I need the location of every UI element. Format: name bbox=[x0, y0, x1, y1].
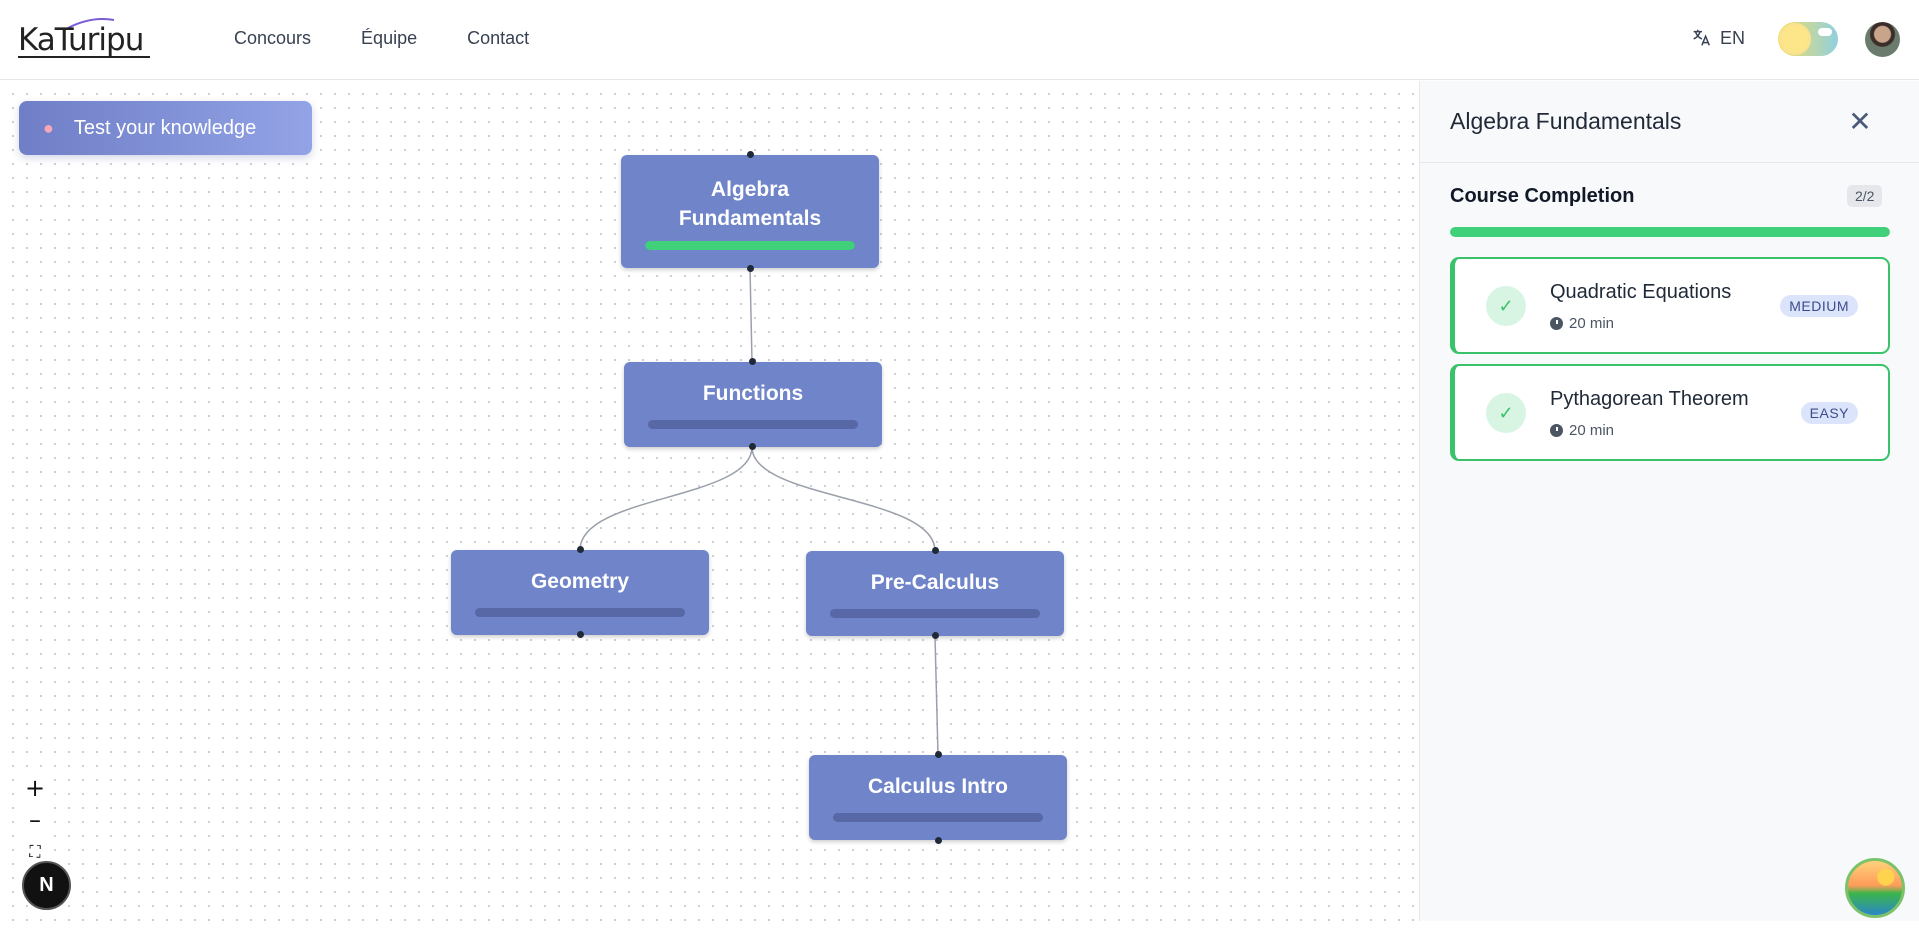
roadmap-edges bbox=[579, 267, 939, 756]
logo[interactable]: KaTuripu bbox=[18, 18, 153, 60]
top-header: KaTuripu Concours Équipe Contact EN bbox=[0, 0, 1919, 80]
course-side-panel: Algebra Fundamentals ✕ Course Completion… bbox=[1419, 81, 1919, 921]
node-label: Algebra Fundamentals bbox=[678, 178, 822, 230]
edge-functions-geometry bbox=[579, 446, 753, 551]
node-progress-fill bbox=[645, 241, 855, 250]
node-handle[interactable] bbox=[932, 547, 939, 554]
close-icon[interactable]: ✕ bbox=[1845, 105, 1875, 138]
language-label: EN bbox=[1720, 27, 1746, 48]
brain-icon: ● bbox=[43, 117, 54, 138]
cloud-icon bbox=[1818, 28, 1832, 36]
node-handle[interactable] bbox=[747, 151, 754, 158]
node-progress-bar bbox=[648, 420, 858, 429]
completion-progress-fill bbox=[1450, 227, 1890, 237]
panel-header: Algebra Fundamentals ✕ bbox=[1420, 81, 1919, 163]
edge-algebra-functions bbox=[749, 267, 753, 363]
course-name: Quadratic Equations bbox=[1550, 281, 1732, 303]
test-knowledge-button[interactable]: ● Test your knowledge bbox=[19, 101, 312, 155]
course-meta: 20 min bbox=[1550, 315, 1614, 332]
node-progress-bar bbox=[475, 608, 685, 617]
edge-precalculus-calculus bbox=[934, 635, 939, 756]
completion-progress-bar bbox=[1450, 227, 1890, 237]
node-handle[interactable] bbox=[935, 751, 942, 758]
zoom-out-button[interactable]: – bbox=[20, 804, 50, 836]
difficulty-badge: MEDIUM bbox=[1780, 295, 1858, 317]
node-handle[interactable] bbox=[747, 265, 754, 272]
language-switcher[interactable]: EN bbox=[1690, 27, 1745, 49]
beach-avatar-icon[interactable] bbox=[1845, 858, 1905, 918]
logo-swoosh-icon bbox=[67, 18, 115, 29]
theme-toggle[interactable] bbox=[1778, 22, 1838, 56]
node-label: Functions bbox=[702, 382, 804, 405]
zoom-in-button[interactable]: + bbox=[20, 772, 50, 804]
roadmap-node-calculus-intro[interactable]: Calculus Intro bbox=[809, 755, 1067, 840]
canvas-controls: + – ⛶ bbox=[20, 772, 50, 868]
course-card[interactable]: ✓ Pythagorean Theorem 20 min EASY bbox=[1450, 364, 1890, 461]
sun-icon bbox=[1782, 26, 1808, 52]
test-knowledge-label: Test your knowledge bbox=[73, 116, 257, 139]
course-duration: 20 min bbox=[1569, 422, 1615, 439]
node-label: Pre-Calculus bbox=[870, 571, 1000, 594]
node-handle[interactable] bbox=[749, 358, 756, 365]
clock-icon bbox=[1550, 317, 1563, 330]
node-handle[interactable] bbox=[577, 631, 584, 638]
node-handle[interactable] bbox=[749, 443, 756, 450]
check-icon: ✓ bbox=[1486, 393, 1526, 433]
roadmap-node-functions[interactable]: Functions bbox=[624, 362, 882, 447]
logo-text: KaTuripu bbox=[18, 22, 144, 58]
roadmap-node-algebra[interactable]: Algebra Fundamentals bbox=[621, 155, 879, 268]
node-handle[interactable] bbox=[932, 632, 939, 639]
next-devtools-badge[interactable]: N bbox=[22, 861, 71, 910]
main-nav: Concours Équipe Contact bbox=[234, 28, 529, 49]
node-handle[interactable] bbox=[577, 546, 584, 553]
difficulty-badge: EASY bbox=[1800, 402, 1858, 424]
course-duration: 20 min bbox=[1569, 315, 1615, 332]
completion-count: 2/2 bbox=[1847, 185, 1883, 207]
node-progress-bar bbox=[830, 609, 1040, 618]
translate-icon bbox=[1693, 29, 1710, 46]
node-handle[interactable] bbox=[935, 837, 942, 844]
node-label: Geometry bbox=[530, 570, 630, 593]
roadmap-node-geometry[interactable]: Geometry bbox=[451, 550, 709, 635]
user-avatar[interactable] bbox=[1865, 22, 1900, 57]
nav-link-contact[interactable]: Contact bbox=[467, 28, 530, 48]
node-label: Calculus Intro bbox=[867, 775, 1009, 798]
nav-link-concours[interactable]: Concours bbox=[234, 28, 312, 48]
clock-icon bbox=[1550, 424, 1563, 437]
roadmap-node-precalculus[interactable]: Pre-Calculus bbox=[806, 551, 1064, 636]
edge-functions-precalculus bbox=[751, 446, 936, 552]
logo-underline bbox=[18, 56, 150, 58]
nav-link-equipe[interactable]: Équipe bbox=[361, 28, 418, 48]
panel-title: Algebra Fundamentals bbox=[1450, 108, 1682, 134]
check-icon: ✓ bbox=[1486, 286, 1526, 326]
node-progress-bar bbox=[833, 813, 1043, 822]
completion-label: Course Completion bbox=[1450, 185, 1635, 207]
node-progress-bar bbox=[645, 241, 855, 250]
course-card[interactable]: ✓ Quadratic Equations 20 min MEDIUM bbox=[1450, 257, 1890, 354]
course-name: Pythagorean Theorem bbox=[1550, 388, 1749, 410]
course-meta: 20 min bbox=[1550, 422, 1614, 439]
